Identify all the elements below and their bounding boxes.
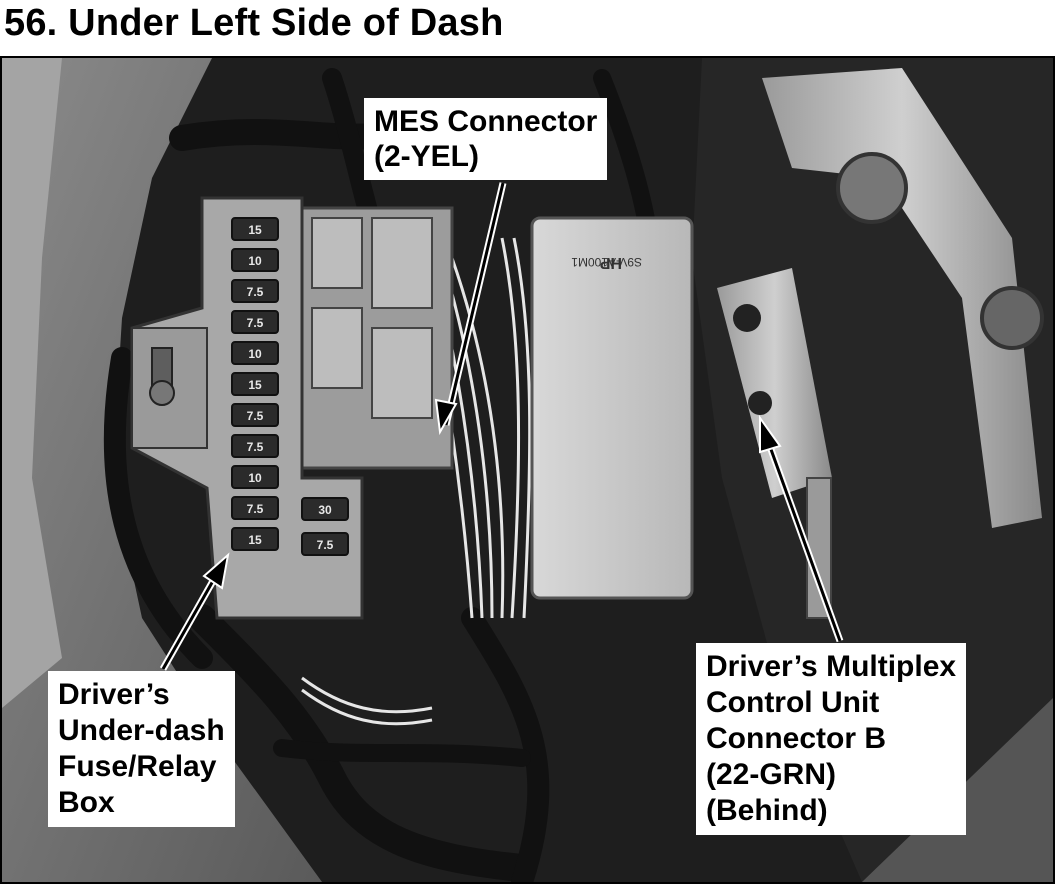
fuse-8: 10	[231, 465, 279, 489]
fuse-label: 7.5	[247, 316, 264, 330]
callout-fuse-line-3: Fuse/Relay	[58, 750, 217, 783]
fuse-label: 10	[248, 254, 262, 268]
fuse-label: 7.5	[247, 440, 264, 454]
callout-multiplex-line-5: (Behind)	[706, 794, 828, 827]
callout-fuse-line-1: Driver’s	[58, 678, 170, 711]
callout-fuse-line-2: Under-dash	[58, 714, 225, 747]
fuse-2: 7.5	[231, 279, 279, 303]
callout-fuse-line-4: Box	[58, 786, 115, 819]
page-title: 56. Under Left Side of Dash	[4, 2, 504, 44]
fuse-4: 10	[231, 341, 279, 365]
callout-multiplex-line-3: Connector B	[706, 722, 886, 755]
fuse-6: 7.5	[231, 403, 279, 427]
module-label-hp: HP	[599, 254, 622, 271]
fuse-10: 15	[231, 527, 279, 551]
fuse-7: 7.5	[231, 434, 279, 458]
fuse-label: 15	[248, 533, 262, 547]
fuse-9: 7.5	[231, 496, 279, 520]
fuse-3: 7.5	[231, 310, 279, 334]
callout-multiplex-line-1: Driver’s Multiplex	[706, 650, 957, 683]
callout-multiplex-line-2: Control Unit	[706, 686, 880, 719]
fuse-label: 10	[248, 347, 262, 361]
fuse-label: 15	[248, 378, 262, 392]
fuse-right-0: 30	[301, 497, 349, 521]
stud-bolt	[806, 477, 832, 619]
fuse-label: 10	[248, 471, 262, 485]
fuse-right-label: 7.5	[317, 538, 334, 552]
callout-mes-line-2: (2-YEL)	[374, 140, 479, 173]
fuse-column-right: 307.5	[301, 497, 349, 556]
fuse-label: 7.5	[247, 409, 264, 423]
fuse-1: 10	[231, 248, 279, 272]
steel-bracket	[762, 68, 1042, 528]
fuse-right-1: 7.5	[301, 532, 349, 556]
module-label-part: S9V-A100M1	[571, 255, 642, 269]
callout-fuse-relay-box: Driver’s Under-dash Fuse/Relay Box	[48, 671, 235, 827]
fuse-label: 7.5	[247, 502, 264, 516]
fuse-right-label: 30	[318, 503, 332, 517]
callout-mes-line-1: MES Connector	[374, 105, 598, 138]
callout-multiplex-line-4: (22-GRN)	[706, 758, 837, 791]
fuse-0: 15	[231, 217, 279, 241]
fuse-label: 15	[248, 223, 262, 237]
fuse-label: 7.5	[247, 285, 264, 299]
fuse-column: 15 10 7.5 7.5 10 15 7.5 7.5 10 7.5 15	[231, 217, 279, 551]
callout-multiplex-unit: Driver’s Multiplex Control Unit Connecto…	[696, 643, 967, 835]
callout-mes-connector: MES Connector (2-YEL)	[364, 98, 608, 180]
fuse-5: 15	[231, 372, 279, 396]
control-module	[530, 216, 694, 600]
